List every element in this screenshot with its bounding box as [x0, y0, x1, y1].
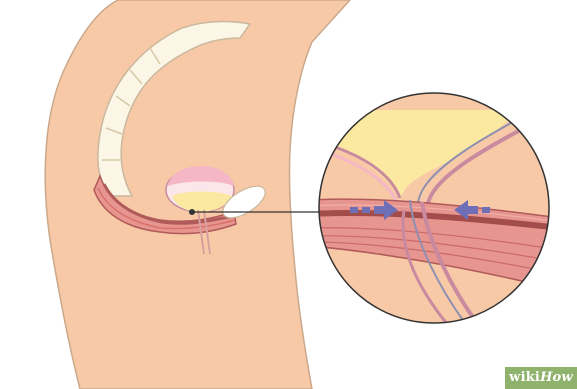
wikihow-watermark: wikiHow [505, 367, 577, 389]
zoom-circle [310, 93, 560, 330]
watermark-part1: wiki [509, 370, 540, 385]
watermark-part2: How [540, 370, 573, 385]
